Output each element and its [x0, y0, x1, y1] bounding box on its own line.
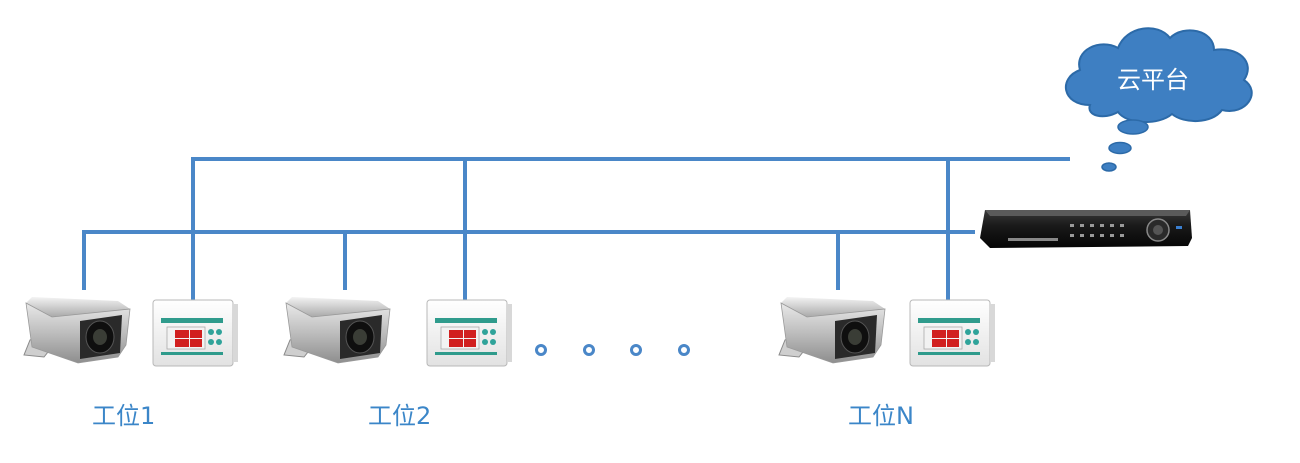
cloud-bubble-medium	[1108, 141, 1132, 155]
ellipsis-dots	[535, 344, 690, 356]
controllers	[152, 299, 995, 367]
nvr-recorder	[980, 210, 1192, 248]
cloud-label: 云平台	[1117, 66, 1189, 94]
ellipsis-dot-2	[583, 344, 595, 356]
station-label-2: 工位2	[368, 402, 432, 430]
cloud-bubble-large	[1117, 119, 1149, 135]
camera-3	[778, 297, 886, 364]
ellipsis-dot-3	[630, 344, 642, 356]
controller-1	[152, 299, 238, 367]
network-lines	[82, 157, 1070, 300]
cloud-bubble-small	[1101, 162, 1117, 172]
station-label-n: 工位N	[848, 402, 914, 430]
cloud-shape	[1064, 27, 1253, 124]
camera-1	[23, 297, 131, 364]
ellipsis-dot-4	[678, 344, 690, 356]
camera-2	[283, 297, 391, 364]
cameras	[23, 297, 886, 364]
cloud-platform	[1064, 27, 1253, 172]
controller-3	[909, 299, 995, 367]
station-label-1: 工位1	[92, 402, 156, 430]
controller-2	[426, 299, 512, 367]
ellipsis-dot-1	[535, 344, 547, 356]
